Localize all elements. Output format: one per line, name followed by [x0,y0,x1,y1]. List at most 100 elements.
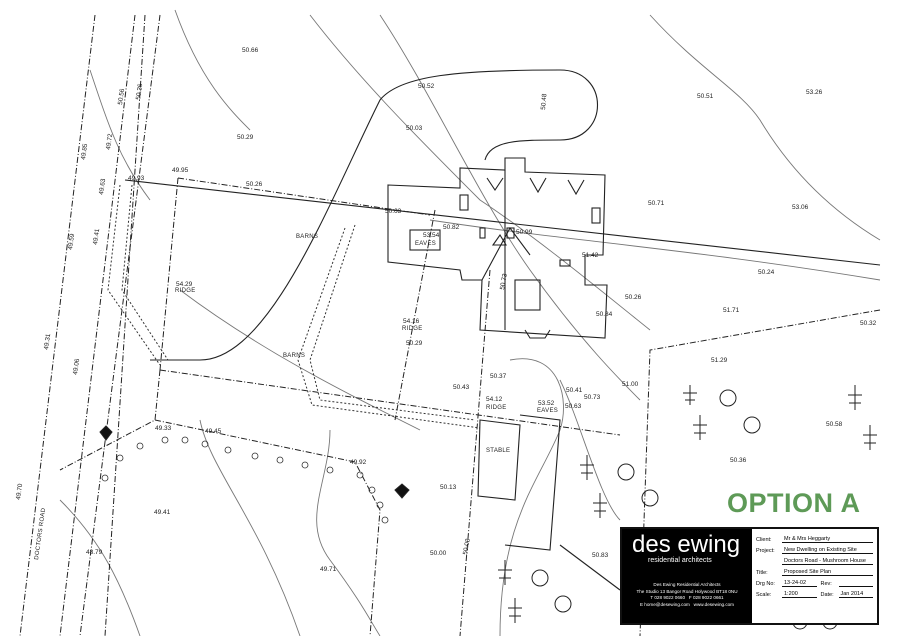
spot-level: 51.00 [622,381,639,388]
scale-label: Scale: [756,592,772,598]
spot-level: 51.71 [723,307,740,314]
boundary-lines [19,14,881,636]
spot-level: 50.03 [406,125,423,132]
road-label: DOCTORS ROAD [34,507,47,560]
ridge-label: RIDGE [175,288,196,294]
spot-level: 49.63 [98,178,107,195]
company-name: Des Ewing Residential Architects [653,582,721,587]
title-block: des ewing residential architects Des Ewi… [620,527,879,625]
hedgerow-trees [101,436,389,524]
client-value: Mr & Mrs Heggarty [782,536,873,543]
contact-details: Des Ewing Residential Architects The Stu… [628,582,746,608]
spot-level: 50.71 [648,200,665,207]
spot-level: 49.92 [350,459,367,466]
architect-logo-panel: des ewing residential architects Des Ewi… [622,529,752,623]
website: www.desewing.com [693,601,735,607]
tree-symbols [99,385,877,630]
brand-tagline: residential architects [648,557,712,564]
spot-level: 50.36 [730,457,747,464]
spot-level: 50.37 [490,373,507,380]
spot-level: 49.45 [205,428,222,435]
spot-level: 50.29 [237,134,254,141]
spot-level: 50.73 [584,394,601,401]
email: E home@desewing.com [639,601,690,607]
spot-level: 50.26 [625,294,642,301]
spot-level: 50.84 [596,311,613,318]
spot-level: 53.52 [538,400,555,407]
spot-level: 53.26 [806,89,823,96]
spot-level: 54.16 [403,318,420,325]
hedges [107,184,481,429]
drawing-info: Client: Mr & Mrs Heggarty Project: New Dwe… [752,529,877,623]
spot-level: 49.31 [43,333,52,350]
ridge-label: RIDGE [486,405,507,411]
spot-level: 50.52 [418,83,435,90]
spot-level: 50.82 [443,224,460,231]
title-label: Title: [756,570,768,576]
spot-level: 49.71 [320,566,337,573]
spot-level: 49.85 [80,143,89,160]
eaves-label: EAVES [415,241,436,247]
eaves-label: EAVES [537,408,558,414]
spot-level: 50.48 [540,93,548,110]
spot-level: 50.36 [135,83,144,100]
spot-level: 50.63 [565,403,582,410]
option-label: OPTION A [727,488,861,518]
spot-level: 54.29 [176,281,193,288]
spot-level: 50.08 [462,538,472,556]
date-value: Jan 2014 [838,591,873,598]
fax: F 028 9022 0661 [688,595,724,601]
spot-level: 50.51 [697,93,714,100]
project-value-2: Doctors Road - Mushroom House [782,558,873,565]
scale-value: 1:200 [782,591,817,598]
spot-level: 50.41 [566,387,583,394]
spot-level: 49.06 [72,358,81,375]
spot-level: 49.59 [67,233,76,250]
spot-level: 48.79 [86,549,103,556]
brand-name: des ewing [632,531,741,558]
spot-level: 50.83 [592,552,609,559]
house-footprint [387,157,608,339]
driveway [150,69,599,361]
spot-level: 50.29 [406,340,423,347]
spot-level: 50.56 [117,88,126,105]
rev-label: Rev: [820,581,832,587]
drg-label: Drg No: [756,581,775,587]
phone: T 028 9022 0660 [650,595,686,601]
spot-level: 50.43 [453,384,470,391]
spot-level: 50.58 [826,421,843,428]
spot-level: 51.29 [711,357,728,364]
barns-label: BARNS [283,353,305,359]
stable-building [477,414,561,551]
spot-level: 49.70 [15,483,24,500]
rev-value [838,586,873,587]
ridge-label: RIDGE [402,326,423,332]
project-value: New Dwelling on Existing Site [782,547,873,554]
spot-level: 50.32 [860,320,877,327]
spot-level: 50.73 [499,273,509,291]
spot-level: 50.00 [430,550,447,557]
spot-level: 50.99 [516,229,533,236]
spot-level: 53.06 [792,204,809,211]
spot-level: 50.24 [758,269,775,276]
spot-level: 49.95 [172,167,189,174]
spot-level: 49.93 [128,175,145,182]
date-label: Date: [820,592,834,598]
title-value: Proposed Site Plan [782,569,873,576]
spot-levels: 50.66 50.52 50.48 50.51 53.26 50.29 50.0… [15,47,877,573]
drg-value: 13-24-02 [782,580,817,587]
spot-level: 54.12 [486,396,503,403]
spot-level: 49.72 [105,133,114,150]
spot-level: 51.42 [582,252,599,259]
spot-level: 50.63 [385,208,402,215]
stable-label: STABLE [486,448,510,454]
spot-level: 49.41 [154,509,171,516]
spot-level: 49.41 [92,228,101,245]
project-label: Project: [756,548,775,554]
spot-level: 50.66 [242,47,259,54]
client-label: Client: [756,537,772,543]
spot-level: 53.54 [423,232,440,239]
address: The Studio 13 Bangor Road Holywood BT18 … [636,588,738,594]
spot-level: 50.13 [440,484,457,491]
